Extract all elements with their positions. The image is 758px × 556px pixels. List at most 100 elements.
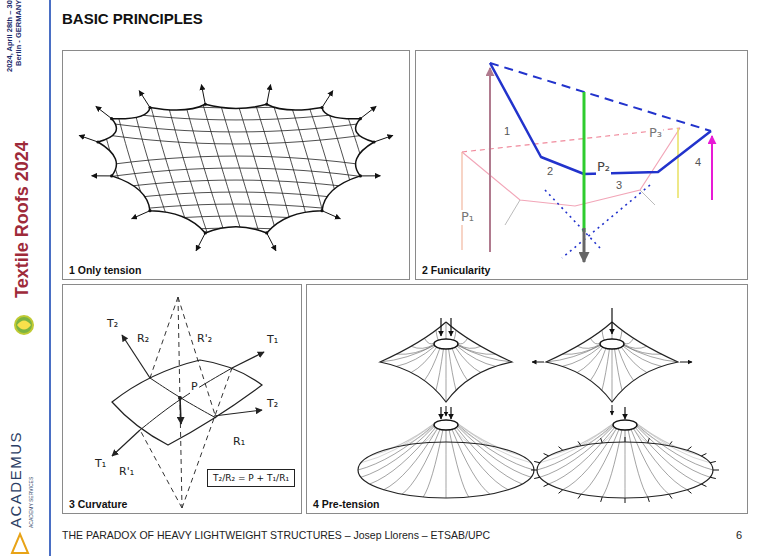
force-arrow xyxy=(322,211,340,219)
net-cable xyxy=(359,56,419,256)
net-cable xyxy=(155,56,215,256)
net-cable xyxy=(66,192,406,208)
load-line xyxy=(505,200,520,225)
tension-label: T₁ xyxy=(94,458,107,471)
force-arrow xyxy=(612,405,613,415)
radial-cable xyxy=(621,347,647,372)
force-arrow xyxy=(440,407,441,419)
text-holder: 1 Only tension xyxy=(69,264,141,276)
net-cable xyxy=(138,56,198,256)
anchor-tick xyxy=(713,470,719,471)
force-arrow xyxy=(96,106,112,118)
text-holder: 3 Curvature xyxy=(69,498,127,510)
radius-label: R'₂ xyxy=(196,333,213,346)
load-line xyxy=(640,190,655,205)
principle-panel: 4 Pre-tension xyxy=(306,284,748,514)
formula-text: T₂/R₂ = P + T₁/R₁ xyxy=(213,473,289,483)
funicular-drawing xyxy=(462,63,712,262)
panel-caption: 1 Only tension xyxy=(69,264,141,276)
event-name: Textile Roofs 2024 xyxy=(12,141,33,298)
anchor-point xyxy=(148,106,151,109)
tension-ring xyxy=(434,339,458,349)
load-arrow xyxy=(583,92,586,232)
anchor-point xyxy=(204,231,207,234)
net-grid xyxy=(19,56,453,256)
logo-mark xyxy=(12,534,28,553)
anchor-tick xyxy=(669,494,672,498)
radial-cable xyxy=(436,330,439,340)
radial-cable xyxy=(562,346,601,366)
anchor-tick xyxy=(534,477,540,478)
force-arrow xyxy=(267,85,271,105)
radial-cable xyxy=(452,429,490,494)
force-arrow xyxy=(79,135,98,142)
radial-cable xyxy=(633,421,687,450)
force-arrow xyxy=(232,352,264,368)
text-holder: 4 Pre-tension xyxy=(313,498,380,510)
force-arrow xyxy=(196,233,205,251)
tent-shape xyxy=(532,308,692,415)
radial-cable xyxy=(631,429,669,494)
radius-label: R'₁ xyxy=(118,466,135,479)
force-arrow xyxy=(680,362,692,363)
pretension-drawing xyxy=(358,308,719,503)
force-arrow xyxy=(450,318,451,336)
net-cable xyxy=(66,216,406,232)
radial-cable xyxy=(563,421,617,450)
force-arrow xyxy=(180,398,181,424)
principle-panel: 1 Only tension xyxy=(62,50,410,280)
anchor-point xyxy=(110,174,113,177)
anchor-point xyxy=(265,103,268,106)
tension-label: T₂ xyxy=(266,398,279,411)
net-cable xyxy=(66,128,406,144)
anchor-tick xyxy=(648,497,650,502)
force-arrow xyxy=(583,228,586,262)
event-place: Berlin - GERMANY xyxy=(15,0,24,66)
force-label: P₂ xyxy=(596,160,611,175)
net-cable xyxy=(70,56,130,256)
reaction-line xyxy=(677,128,679,198)
anchor-point xyxy=(372,140,375,143)
radial-cable xyxy=(453,330,456,340)
net-cable xyxy=(325,56,385,256)
radial-cable xyxy=(446,322,447,339)
anchor-tick xyxy=(601,438,603,443)
segment-number: 3 xyxy=(615,179,623,192)
anchor-point xyxy=(148,209,151,212)
anchor-tick xyxy=(601,497,603,502)
net-cable xyxy=(121,56,181,256)
logo-name: ACADEMUS xyxy=(7,431,24,528)
anchor-tick xyxy=(578,441,581,445)
radius-line xyxy=(178,297,182,508)
radial-cable xyxy=(612,349,613,402)
net-cable xyxy=(66,228,406,244)
radial-cable xyxy=(624,338,634,344)
radial-cable xyxy=(396,345,434,354)
net-cable xyxy=(66,92,406,108)
net-cable xyxy=(308,56,368,256)
radial-cable xyxy=(424,338,434,344)
anchor-tick xyxy=(687,490,691,494)
net-cable xyxy=(104,56,164,256)
cone-shape xyxy=(358,407,534,498)
tension-ring xyxy=(434,420,458,430)
net-cable xyxy=(393,56,453,256)
panel-caption: 2 Funicularity xyxy=(422,264,490,276)
tension-ring xyxy=(600,339,624,349)
reaction-line xyxy=(461,152,462,250)
radial-cable xyxy=(619,330,622,340)
formula-box: T₂/R₂ = P + T₁/R₁ xyxy=(207,469,295,487)
net-cable xyxy=(291,56,351,256)
force-arrow xyxy=(139,91,150,108)
net-cable xyxy=(66,204,406,220)
force-arrow xyxy=(267,233,276,251)
radial-cable xyxy=(454,429,508,490)
force-arrow xyxy=(374,135,393,142)
radial-cable xyxy=(625,430,626,498)
radial-cable xyxy=(562,345,600,354)
anchor-tick xyxy=(559,490,563,494)
radial-cable xyxy=(454,421,508,450)
anchor-tick xyxy=(534,461,540,462)
